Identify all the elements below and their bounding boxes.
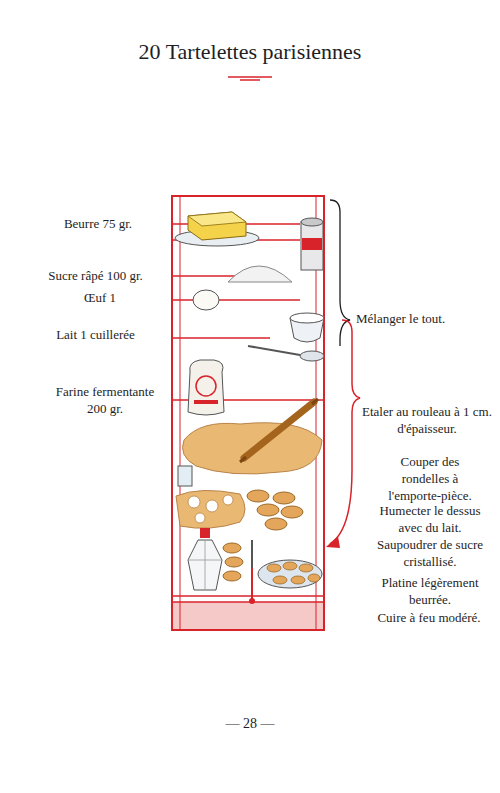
step-note: Platine légèrement beurrée. — [368, 575, 492, 609]
dough-rounds — [247, 490, 303, 530]
illustration-frame — [172, 196, 324, 630]
baking-tray — [258, 560, 322, 588]
ingredient-label: Beurre 75 gr. — [38, 216, 158, 233]
title-ornament — [228, 77, 272, 80]
step-note: Mélanger le tout. — [356, 311, 496, 328]
milk-bowl — [248, 313, 324, 361]
ingredient-label: Œuf 1 — [60, 290, 140, 307]
sugar-pile — [228, 266, 292, 282]
mix-brace — [330, 200, 350, 346]
step-note: Cuire à feu modéré. — [362, 610, 496, 627]
step-note: Couper des rondelles à l'emporte-pièce. — [382, 454, 478, 505]
ingredient-label: Lait 1 cuillerée — [28, 327, 163, 344]
step-brace — [326, 320, 360, 548]
cutter-glass — [178, 466, 192, 486]
thermometer — [249, 540, 255, 604]
rolled-dough — [183, 399, 323, 474]
step-note: Humecter le dessus avec du lait. — [368, 503, 492, 537]
sugar-shaker — [188, 528, 222, 590]
page-number: — 28 — — [190, 715, 310, 733]
sugar-can — [301, 218, 323, 270]
sugared-rounds — [223, 543, 243, 581]
ingredient-label: Farine fermentante 200 gr. — [45, 384, 165, 418]
flour-bag — [188, 360, 224, 415]
step-note: Etaler au rouleau à 1 cm. d'épaisseur. — [358, 404, 496, 438]
ingredient-label: Sucre râpé 100 gr. — [28, 268, 163, 285]
butter-plate — [175, 212, 259, 246]
egg — [193, 290, 219, 310]
page-title: 20 Tartelettes parisiennes — [0, 38, 500, 67]
cut-dough — [176, 490, 245, 528]
step-note: Saupoudrer de sucre cristallisé. — [366, 537, 494, 571]
